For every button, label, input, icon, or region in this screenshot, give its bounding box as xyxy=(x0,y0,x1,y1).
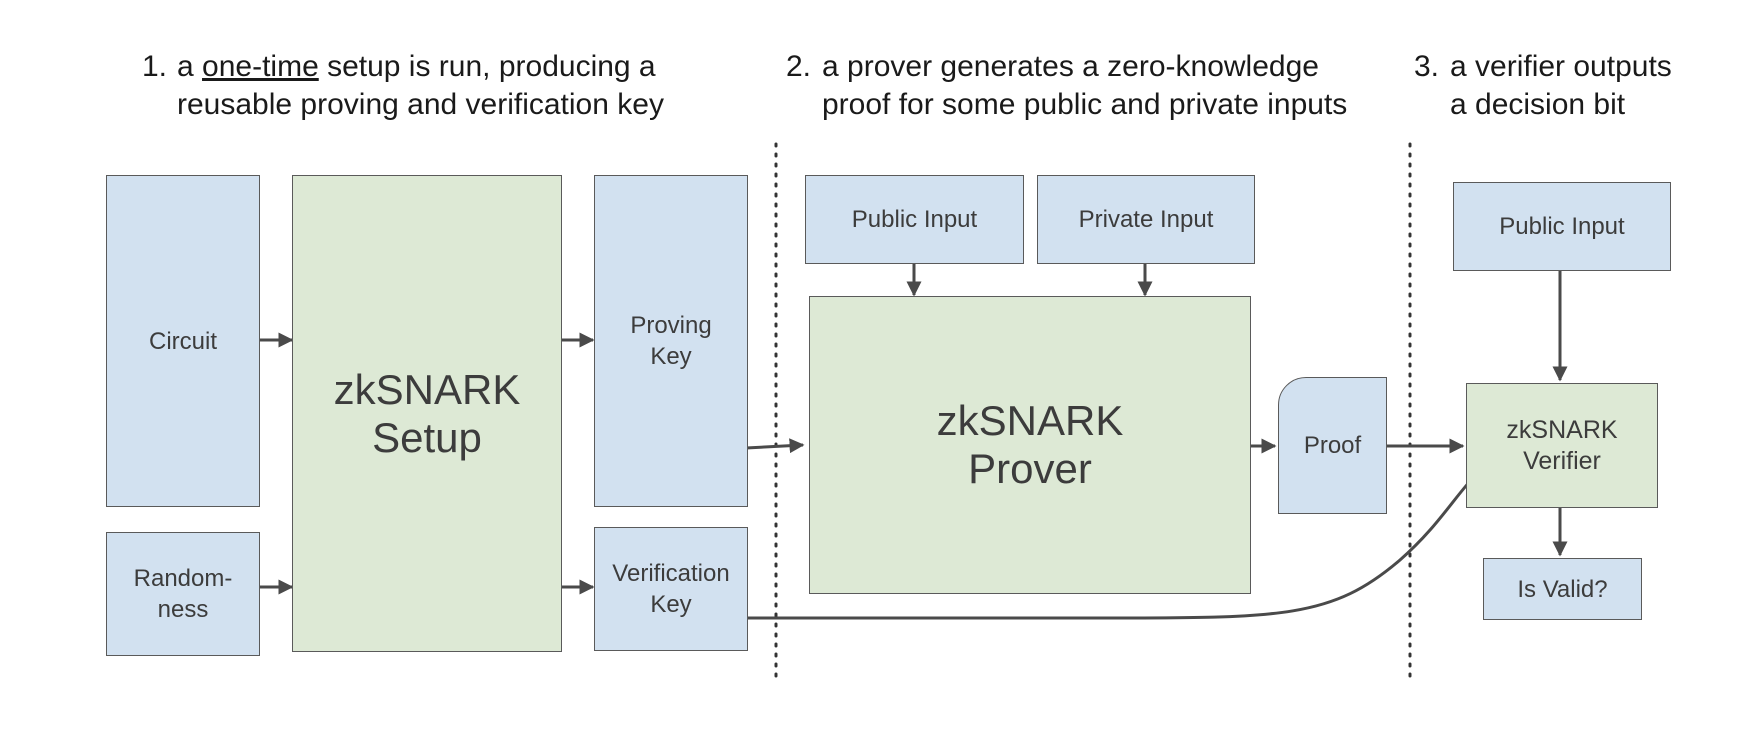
verifier-public-input-label: Public Input xyxy=(1499,213,1625,240)
verifier-public-input-box: Public Input xyxy=(1453,182,1671,271)
private-input-label: Private Input xyxy=(1078,206,1214,233)
step1-text-post: setup is run, producing a xyxy=(318,50,656,83)
step1-heading: 1. a one-time setup is run, producing a … xyxy=(142,48,702,124)
proving-key-label-line1: Proving xyxy=(630,312,712,339)
setup-label-line1: zkSNARK xyxy=(333,365,521,413)
randomness-label-line1: Random- xyxy=(133,565,233,592)
setup-label-line2: Setup xyxy=(372,413,482,461)
zksnark-prover-box: zkSNARK Prover xyxy=(809,296,1251,594)
step1-number: 1. xyxy=(142,50,168,83)
step1-text-pre: a xyxy=(177,50,203,83)
prover-public-input-label: Public Input xyxy=(851,206,978,233)
is-valid-label: Is Valid? xyxy=(1517,575,1608,603)
proof-label: Proof xyxy=(1303,432,1362,459)
randomness-box: Random- ness xyxy=(106,532,260,656)
circuit-box: Circuit xyxy=(106,175,260,507)
verification-key-label-line1: Verification xyxy=(612,560,730,587)
proving-key-label-line2: Key xyxy=(650,343,692,370)
randomness-label-line2: ness xyxy=(157,596,209,623)
arrow-verification-key-to-verifier xyxy=(746,466,1484,620)
step3-heading: 3. a verifier outputs a decision bit xyxy=(1414,48,1744,124)
prover-label-line1: zkSNARK xyxy=(936,397,1124,444)
zksnark-verifier-box: zkSNARK Verifier xyxy=(1466,383,1658,508)
verification-key-box: Verification Key xyxy=(594,527,748,651)
is-valid-box: Is Valid? xyxy=(1483,558,1642,620)
prover-public-input-box: Public Input xyxy=(805,175,1024,264)
private-input-box: Private Input xyxy=(1037,175,1255,264)
arrow-proving-key-to-prover xyxy=(745,438,805,454)
verifier-label-line2: Verifier xyxy=(1523,446,1601,475)
step2-line1: a prover generates a zero-knowledge xyxy=(822,50,1319,83)
verification-key-label-line2: Key xyxy=(650,591,692,618)
step1-line2: reusable proving and verification key xyxy=(177,88,664,121)
step2-line2: proof for some public and private inputs xyxy=(822,88,1348,121)
proving-key-box: Proving Key xyxy=(594,175,748,507)
step1-underlined-word: one-time xyxy=(202,50,319,83)
verifier-label-line1: zkSNARK xyxy=(1506,415,1618,444)
step3-line1: a verifier outputs xyxy=(1450,50,1672,83)
zksnark-setup-box: zkSNARK Setup xyxy=(292,175,562,652)
step2-number: 2. xyxy=(786,50,812,83)
step2-heading: 2. a prover generates a zero-knowledge p… xyxy=(786,48,1406,124)
prover-label-line2: Prover xyxy=(968,445,1092,492)
step3-line2: a decision bit xyxy=(1450,88,1626,121)
step3-number: 3. xyxy=(1414,50,1440,83)
proof-box: Proof xyxy=(1278,377,1387,514)
circuit-label: Circuit xyxy=(148,327,217,355)
